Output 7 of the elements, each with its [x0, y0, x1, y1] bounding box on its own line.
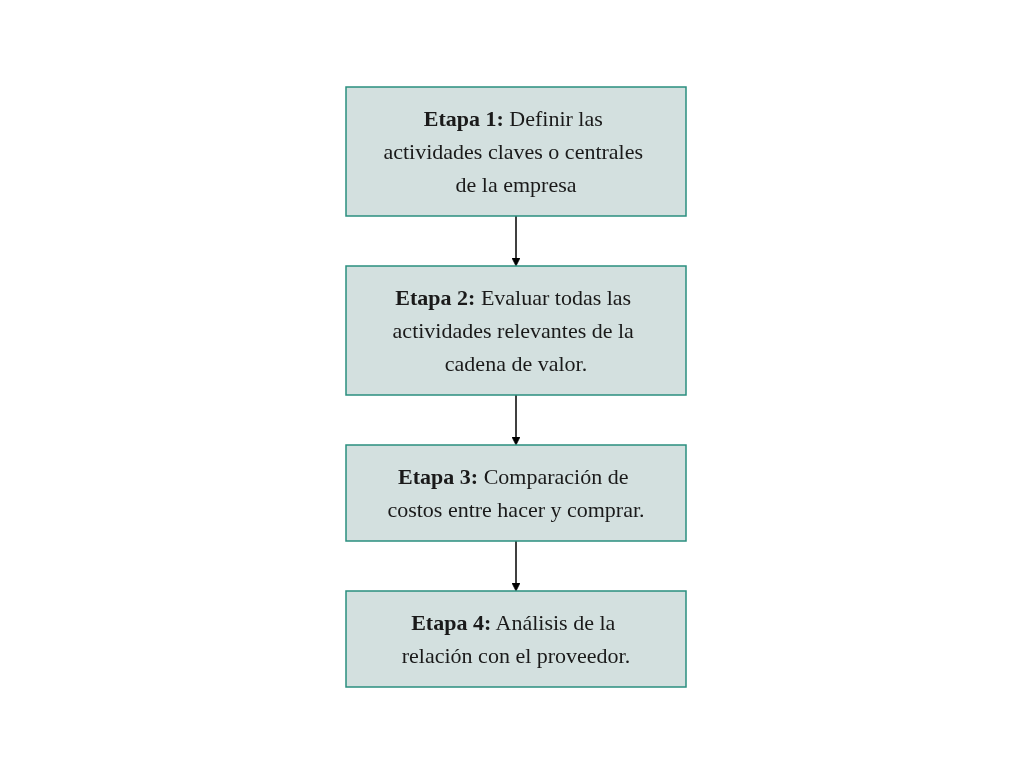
node-box: Etapa 4: Análisis de la relación con el proveedor. [345, 590, 687, 688]
node-box: Etapa 1: Definir las actividades claves o centrales de la empresa [345, 86, 687, 217]
arrow [511, 215, 521, 267]
arrow [511, 394, 521, 446]
arrow [511, 540, 521, 592]
node-box: Etapa 3: Comparación de costos entre hacer y comprar. [345, 444, 687, 542]
node-box: Etapa 2: Evaluar todas las actividades relevantes de la cadena de valor. [345, 265, 687, 396]
